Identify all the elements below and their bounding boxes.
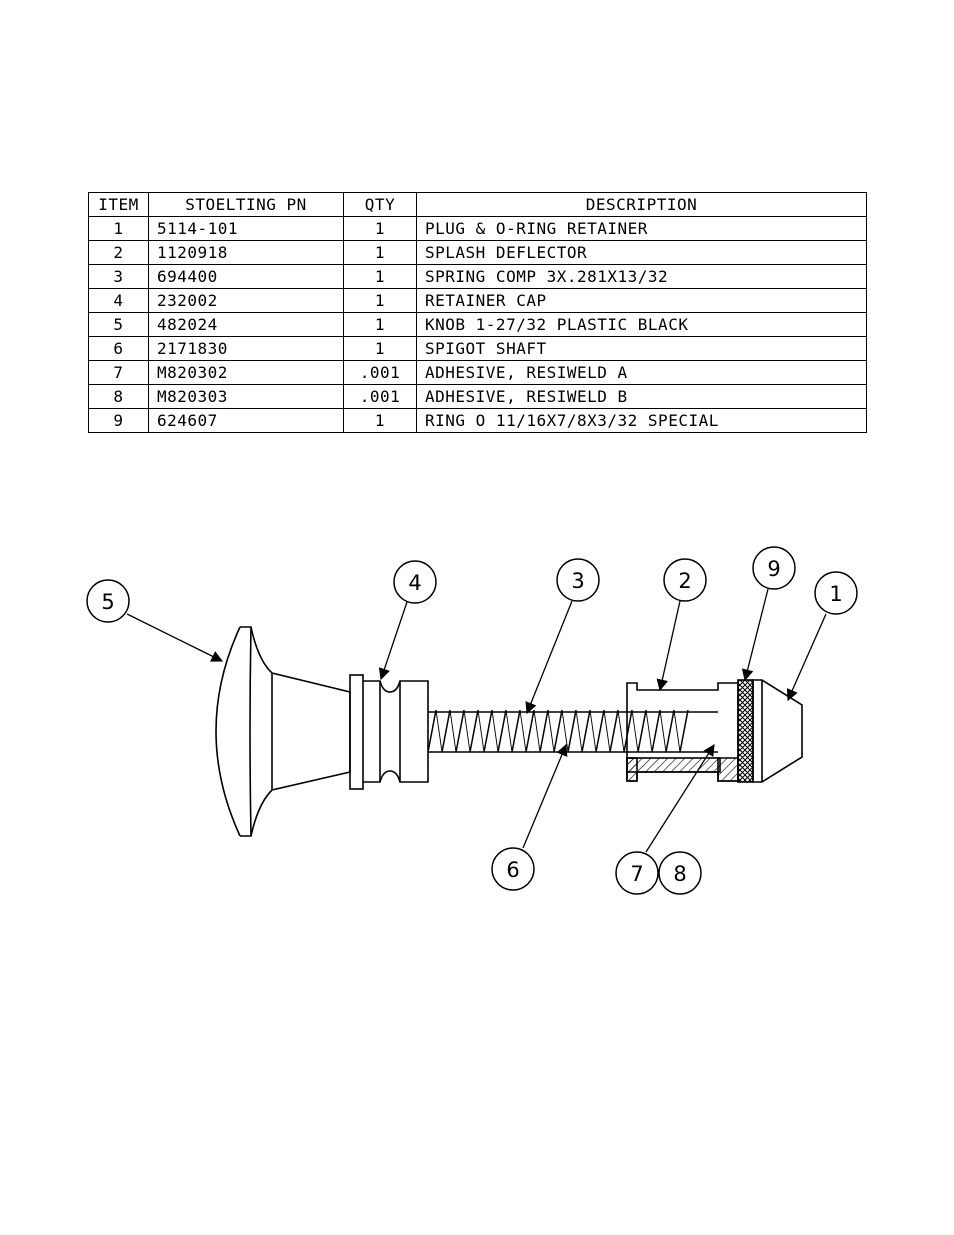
row-description: SPIGOT SHAFT <box>416 336 867 361</box>
table-row: 9 624607 1 RING O 11/16X7/8X3/32 SPECIAL <box>88 408 867 433</box>
table-row: 1 5114-101 1 PLUG & O-RING RETAINER <box>88 216 867 241</box>
table-header-row: ITEM STOELTING PN QTY DESCRIPTION <box>88 192 867 217</box>
spigot-shaft-part <box>428 711 718 753</box>
o-ring-part <box>737 679 754 783</box>
row-item: 9 <box>88 408 149 433</box>
callout-9: 9 <box>752 546 796 590</box>
row-description: SPLASH DEFLECTOR <box>416 240 867 265</box>
row-item: 3 <box>88 264 149 289</box>
row-pn: M820302 <box>148 360 344 385</box>
header-item: ITEM <box>88 192 149 217</box>
row-description: PLUG & O-RING RETAINER <box>416 216 867 241</box>
callout-2: 2 <box>663 558 707 602</box>
parts-list-table: ITEM STOELTING PN QTY DESCRIPTION 1 5114… <box>88 192 867 433</box>
row-pn: 2171830 <box>148 336 344 361</box>
callout-8: 8 <box>658 851 702 895</box>
table-row: 5 482024 1 KNOB 1-27/32 PLASTIC BLACK <box>88 312 867 337</box>
svg-text:5: 5 <box>101 590 114 614</box>
header-description: DESCRIPTION <box>416 192 867 217</box>
table-row: 3 694400 1 SPRING COMP 3X.281X13/32 <box>88 264 867 289</box>
row-qty: 1 <box>343 408 417 433</box>
row-item: 5 <box>88 312 149 337</box>
leader-line-4 <box>378 601 408 681</box>
spring-part <box>427 709 689 753</box>
callout-6: 6 <box>491 847 535 891</box>
table-row: 2 1120918 1 SPLASH DEFLECTOR <box>88 240 867 265</box>
leader-line-6 <box>522 743 568 849</box>
svg-text:4: 4 <box>408 571 421 595</box>
table-row: 7 M820302 .001 ADHESIVE, RESIWELD A <box>88 360 867 385</box>
row-qty: 1 <box>343 216 417 241</box>
callout-4: 4 <box>393 560 437 604</box>
row-pn: 482024 <box>148 312 344 337</box>
svg-text:7: 7 <box>630 862 643 886</box>
svg-text:3: 3 <box>571 569 584 593</box>
svg-text:6: 6 <box>506 858 519 882</box>
table-row: 8 M820303 .001 ADHESIVE, RESIWELD B <box>88 384 867 409</box>
table-row: 4 232002 1 RETAINER CAP <box>88 288 867 313</box>
leader-line-1 <box>786 613 827 702</box>
row-description: RING O 11/16X7/8X3/32 SPECIAL <box>416 408 867 433</box>
row-qty: 1 <box>343 240 417 265</box>
retainer-cap-part <box>349 674 429 790</box>
row-qty: 1 <box>343 264 417 289</box>
knob-part <box>215 626 351 837</box>
row-description: ADHESIVE, RESIWELD A <box>416 360 867 385</box>
leader-line-2 <box>656 600 681 692</box>
row-pn: 624607 <box>148 408 344 433</box>
callout-7: 7 <box>615 851 659 895</box>
leader-line-3 <box>525 600 573 715</box>
svg-text:1: 1 <box>829 582 842 606</box>
svg-text:2: 2 <box>678 569 691 593</box>
leader-line-7-8 <box>645 744 715 853</box>
row-qty: 1 <box>343 312 417 337</box>
svg-text:8: 8 <box>673 862 686 886</box>
leader-line-9 <box>741 588 769 682</box>
callout-5: 5 <box>86 579 130 623</box>
row-qty: 1 <box>343 288 417 313</box>
splash-deflector-part <box>626 682 739 782</box>
callout-1: 1 <box>814 571 858 615</box>
plug-retainer-part <box>752 679 803 783</box>
leader-line-5 <box>126 613 224 662</box>
callout-3: 3 <box>556 558 600 602</box>
svg-text:9: 9 <box>767 557 780 581</box>
row-description: KNOB 1-27/32 PLASTIC BLACK <box>416 312 867 337</box>
header-stoelting-pn: STOELTING PN <box>148 192 344 217</box>
